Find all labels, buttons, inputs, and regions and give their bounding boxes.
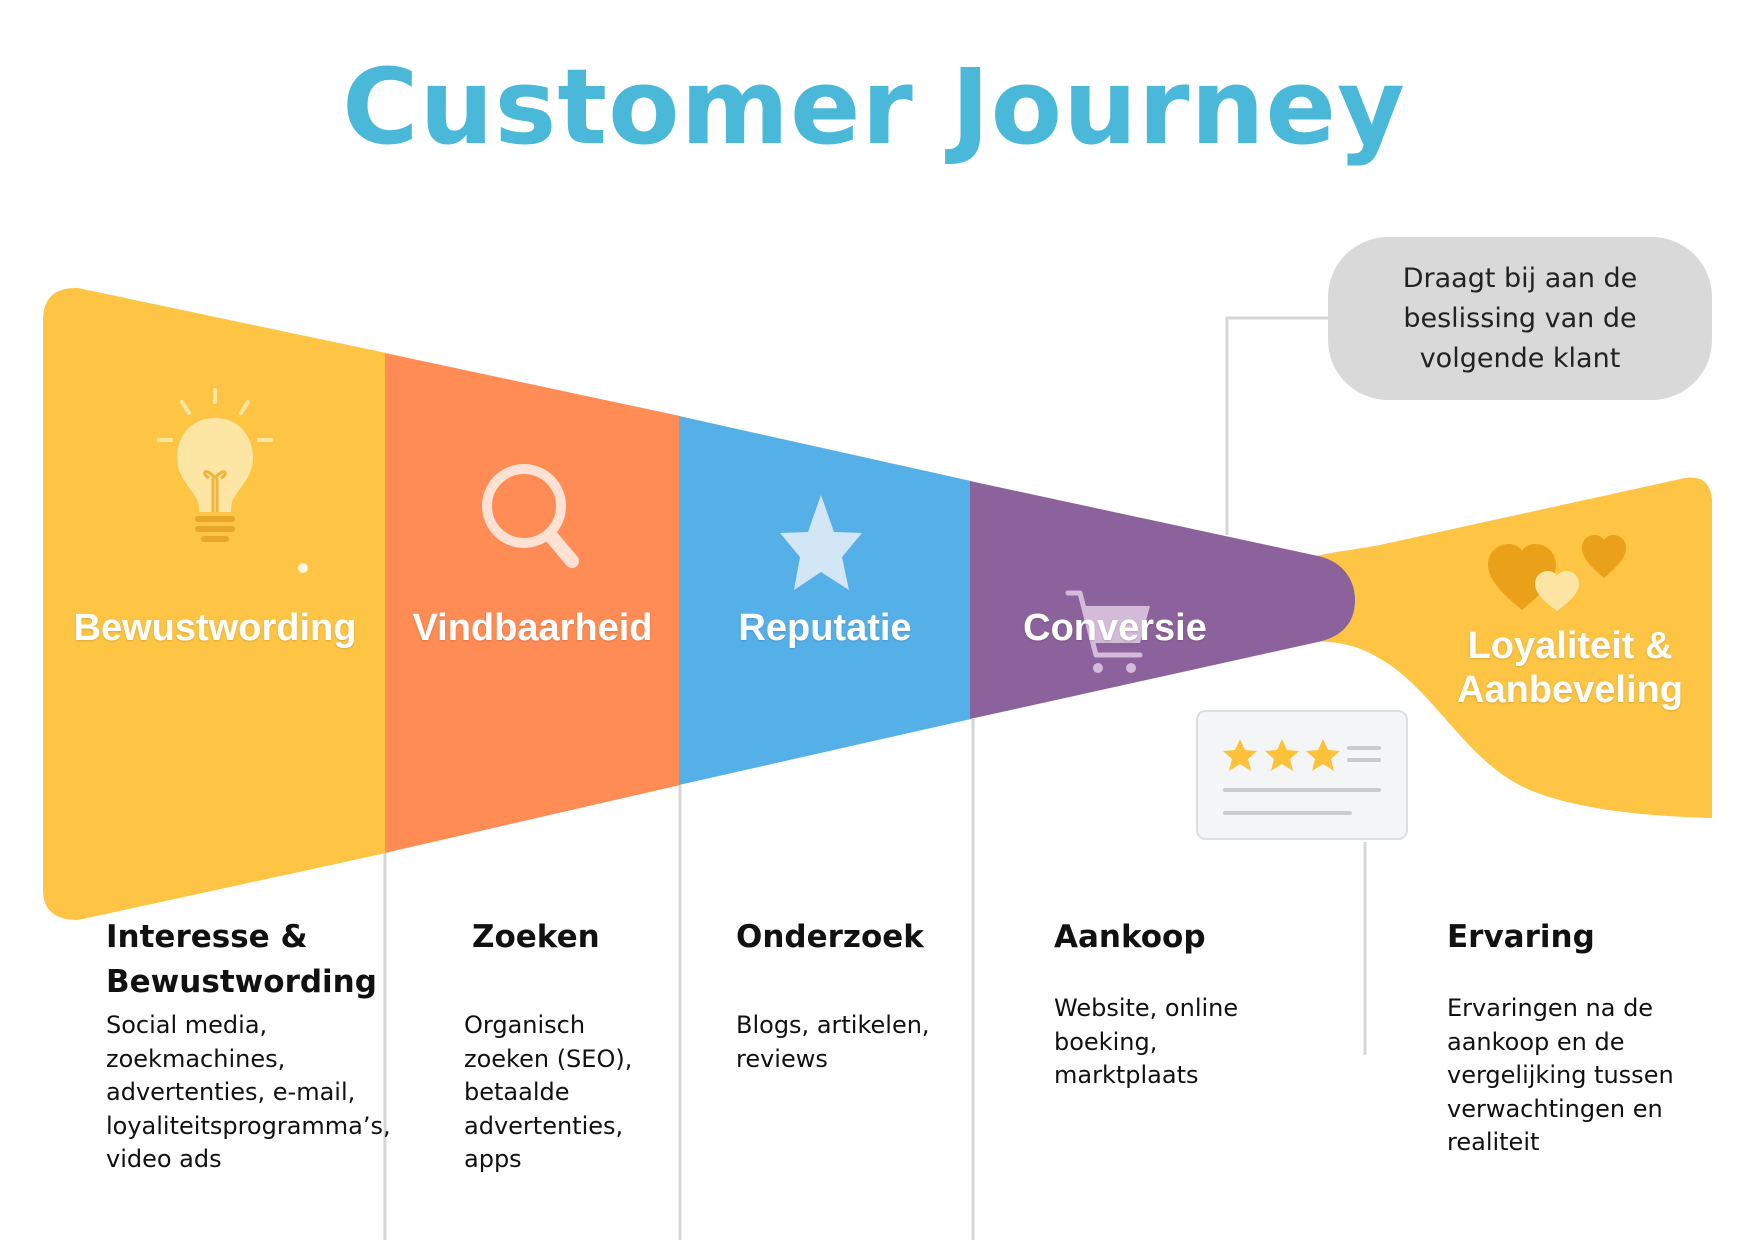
column-interesse: Interesse & Bewustwording Social media, z… (106, 915, 391, 1177)
stage-shape-vindbaarheid (385, 353, 680, 853)
lightbulb-icon (157, 388, 273, 542)
description-line: vergelijking tussen (1447, 1061, 1674, 1089)
description-line: verwachtingen en (1447, 1094, 1663, 1123)
description-line: loyaliteitsprogramma’s, (106, 1111, 391, 1140)
column-description: Blogs, artikelen, reviews (736, 1009, 930, 1076)
column-heading: Interesse & Bewustwording (106, 915, 391, 1005)
stage-label-loyaliteit: Loyaliteit & Aanbeveling (1440, 625, 1700, 712)
stage-label-reputatie: Reputatie (738, 607, 912, 649)
column-heading-line1: Interesse & (106, 919, 308, 955)
description-line: Website, online (1054, 994, 1239, 1022)
review-card-icon (1196, 710, 1408, 840)
shopping-cart-icon (1065, 590, 1150, 673)
stage-shape-bewustwording (43, 287, 386, 920)
stage-label-conversie: Conversie (1023, 607, 1207, 649)
column-description: Organisch zoeken (SEO), betaalde adverte… (464, 1009, 632, 1177)
review-card-graphic (1223, 739, 1381, 815)
description-line: advertenties, (464, 1111, 624, 1140)
description-line: zoekmachines, (106, 1044, 286, 1073)
description-line: advertenties, e-mail, (106, 1078, 356, 1106)
callout-bubble: Draagt bij aan de beslissing van de volg… (1328, 237, 1712, 400)
column-description: Social media, zoekmachines, advertenties… (106, 1009, 391, 1177)
description-line: zoeken (SEO), (464, 1044, 633, 1073)
stage-shape-reputatie (679, 416, 971, 785)
page-title: Customer Journey (342, 46, 1406, 168)
description-line: Ervaringen na de (1447, 994, 1654, 1022)
column-heading: Onderzoek (736, 919, 924, 955)
stage-shape-conversie (970, 481, 1355, 719)
column-heading: Aankoop (1054, 919, 1206, 955)
column-ervaring: Ervaring Ervaringen na de aankoop en de … (1447, 915, 1674, 1160)
description-line: marktplaats (1054, 1061, 1199, 1089)
callout-text: Draagt bij aan de beslissing van de volg… (1402, 262, 1638, 374)
description-line: Social media, (106, 1011, 268, 1039)
description-line: betaalde (464, 1078, 570, 1106)
star-icon (780, 495, 862, 590)
description-line: aankoop en de (1447, 1027, 1625, 1056)
review-star-icon (1223, 739, 1257, 771)
column-heading: Zoeken (472, 919, 600, 955)
magnifier-icon (482, 464, 579, 568)
column-aankoop: Aankoop Website, online boeking, marktpl… (1054, 915, 1238, 1093)
column-zoeken: Zoeken Organisch zoeken (SEO), betaalde … (464, 915, 632, 1177)
description-line: apps (464, 1145, 522, 1173)
description-line: realiteit (1447, 1128, 1540, 1156)
description-line: video ads (106, 1145, 222, 1173)
sparkle-dot (298, 563, 308, 573)
stage-label-loyaliteit-line2: Aanbeveling (1457, 668, 1683, 711)
description-line: boeking, (1054, 1027, 1158, 1056)
review-star-icon (1306, 739, 1340, 771)
description-line: Organisch (464, 1011, 586, 1039)
review-star-icon (1265, 739, 1299, 771)
column-description: Website, online boeking, marktplaats (1054, 992, 1238, 1093)
description-line: reviews (736, 1044, 828, 1073)
hearts-icon (1488, 535, 1626, 611)
callout-connector-line (1225, 316, 1330, 535)
column-description: Ervaringen na de aankoop en de vergelijk… (1447, 992, 1674, 1160)
stage-label-bewustwording: Bewustwording (73, 607, 357, 649)
column-heading: Ervaring (1447, 919, 1595, 955)
stage-label-vindbaarheid: Vindbaarheid (412, 607, 653, 649)
column-heading-line2: Bewustwording (106, 964, 377, 1000)
stage-label-loyaliteit-line1: Loyaliteit & (1467, 625, 1673, 667)
description-line: Blogs, artikelen, (736, 1011, 930, 1039)
column-onderzoek: Onderzoek Blogs, artikelen, reviews (736, 915, 930, 1076)
